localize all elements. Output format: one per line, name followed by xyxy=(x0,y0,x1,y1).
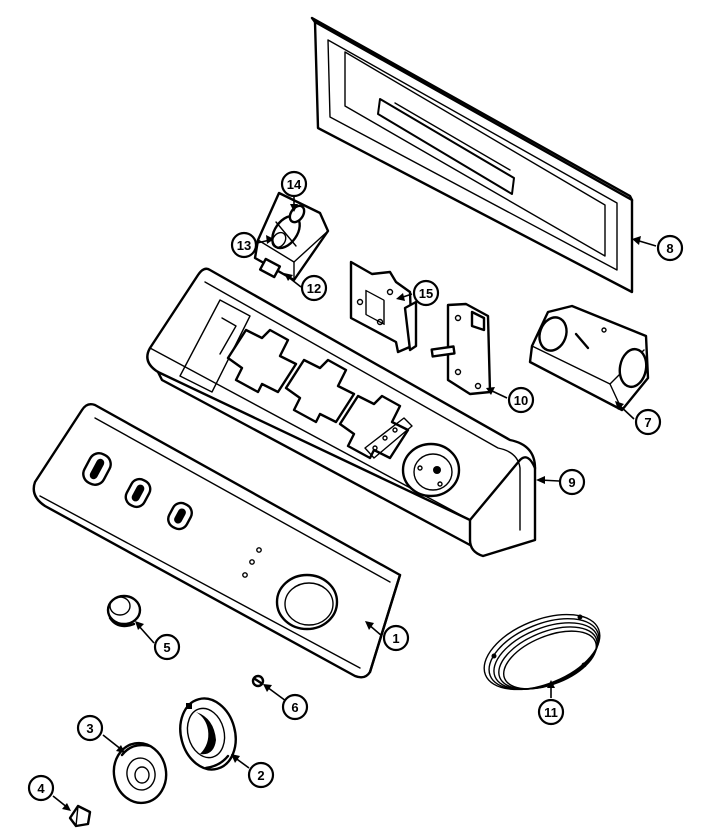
bracket-part-15 xyxy=(349,260,418,354)
callout-3: 3 xyxy=(76,714,104,742)
callout-9-label: 9 xyxy=(568,475,575,490)
callout-8-label: 8 xyxy=(666,241,673,256)
timer-knob-part-2 xyxy=(179,697,237,771)
callout-9: 9 xyxy=(558,468,586,496)
callout-14-label: 14 xyxy=(287,177,302,192)
callout-11-label: 11 xyxy=(544,705,558,720)
callout-13-label: 13 xyxy=(237,238,251,253)
callout-5: 5 xyxy=(153,633,181,661)
callout-13: 13 xyxy=(230,231,258,259)
callout-6: 6 xyxy=(281,693,309,721)
switch-plate-part-10 xyxy=(430,302,492,396)
knob-part-3 xyxy=(112,741,168,805)
timer-motor-part-7 xyxy=(528,304,650,412)
callout-4: 4 xyxy=(27,774,55,802)
callout-2: 2 xyxy=(247,761,275,789)
callout-4-label: 4 xyxy=(37,781,45,796)
callout-8: 8 xyxy=(656,234,684,262)
push-button-part-5 xyxy=(106,594,142,628)
callout-7-label: 7 xyxy=(644,415,651,430)
callout-6-label: 6 xyxy=(291,700,298,715)
callout-1-label: 1 xyxy=(392,631,399,646)
callout-7: 7 xyxy=(634,408,662,436)
callout-12: 12 xyxy=(300,274,328,302)
callout-12-label: 12 xyxy=(307,281,321,296)
callout-2-label: 2 xyxy=(257,768,264,783)
screw-part-6 xyxy=(251,674,265,688)
callout-15-label: 15 xyxy=(419,286,433,301)
callout-10: 10 xyxy=(507,386,535,414)
callout-1: 1 xyxy=(382,624,410,652)
callout-14: 14 xyxy=(280,170,308,198)
callout-15: 15 xyxy=(412,279,440,307)
clip-part-4 xyxy=(68,804,92,828)
callout-10-label: 10 xyxy=(514,393,528,408)
front-panel-part-1 xyxy=(32,402,402,679)
console-housing-part-9 xyxy=(146,267,537,558)
callout-3-label: 3 xyxy=(86,721,93,736)
leader-lines xyxy=(52,196,657,811)
callout-11: 11 xyxy=(537,698,565,726)
rear-panel-part-8 xyxy=(310,16,634,294)
wire-harness-part-11 xyxy=(483,613,601,691)
callout-5-label: 5 xyxy=(163,640,170,655)
